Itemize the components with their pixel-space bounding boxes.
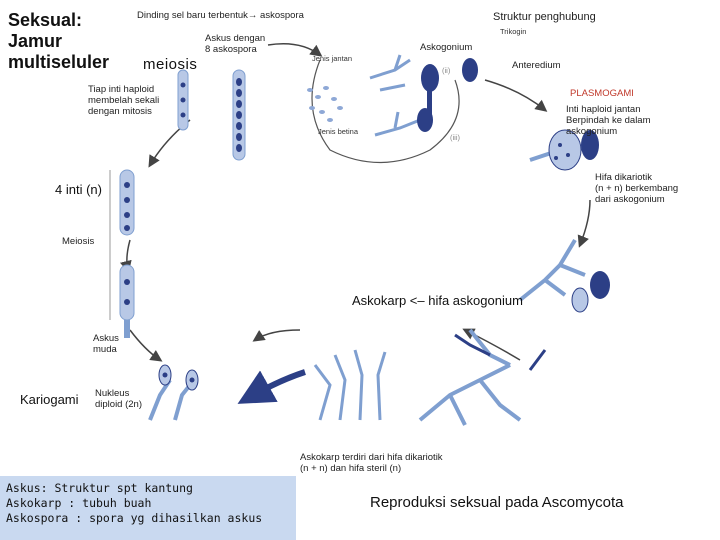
kariogami-label: Kariogami — [20, 392, 79, 407]
trikogin-label: Trikogin — [500, 27, 527, 36]
definition-askokarp: Askokarp : tubuh buah — [6, 496, 152, 510]
meiosis-top-label: meiosis — [143, 56, 198, 73]
karyogamy-arrow — [237, 369, 306, 404]
male-mycelium — [369, 54, 411, 92]
left-ascus-series — [119, 169, 135, 338]
ascocarp-dark-hyphae — [454, 333, 547, 371]
dikaryotic-hyphae — [518, 238, 586, 302]
hifa-dikariotik-label: Hifa dikariotik (n + n) berkembang dari … — [595, 172, 679, 205]
ascus-column-mid — [177, 69, 189, 131]
tiap-inti-label: Tiap inti haploid membelah sekali dengan… — [88, 84, 160, 117]
page-title: Seksual: Jamur multiseluler — [8, 10, 110, 72]
female-mycelium — [374, 111, 421, 137]
cycle-arrow-bottom — [252, 329, 301, 342]
askus-muda-label: Askus muda — [93, 333, 119, 355]
definition-askospora: Askospora : spora yg dihasilkan askus — [6, 511, 263, 525]
jenis-jantan-label: Jenis jantan — [312, 54, 353, 63]
meiosis-left-label: Meiosis — [62, 236, 95, 247]
cycle-arrow-right — [577, 199, 591, 248]
plasmogamy-stage — [529, 129, 599, 171]
cycle-arrow-left-lower — [129, 329, 163, 362]
dinding-sel-label: Dinding sel baru terbentuk→ askospora — [137, 10, 304, 21]
female-ascogonium — [417, 108, 433, 132]
askokarp-hifa-label: Askokarp <– hifa askogonium — [352, 293, 523, 308]
definitions-box: Askus: Struktur spt kantung Askokarp : t… — [0, 476, 296, 540]
ascocarp-asci — [313, 349, 387, 421]
cycle-arrow-upper-right — [484, 79, 548, 112]
struktur-label: Struktur penghubung — [493, 11, 596, 23]
stage-iii-label: (iii) — [450, 133, 460, 142]
askokarp-terdiri-label: Askokarp terdiri dari hifa dikariotik (n… — [300, 452, 443, 474]
ascospore-cluster-top — [307, 86, 343, 122]
anteredium-label: Anteredium — [512, 60, 561, 71]
askogonium-label: Askogonium — [420, 42, 473, 53]
stage-ii-label: (ii) — [442, 66, 451, 75]
jenis-betina-label: Jenis betina — [318, 127, 359, 136]
nukleus-diploid-label: Nukleus diploid (2n) — [95, 388, 142, 410]
karyogamy-structure — [148, 364, 199, 421]
four-inti-label: 4 inti (n) — [55, 182, 102, 197]
ascus-column-top — [232, 69, 246, 161]
cycle-arrow-top — [267, 43, 323, 57]
bottom-title: Reproduksi seksual pada Ascomycota — [370, 494, 624, 511]
ascogonium-top — [421, 58, 478, 120]
askus-8-label: Askus dengan 8 askospora — [205, 33, 266, 55]
definition-askus: Askus: Struktur spt kantung — [6, 481, 193, 495]
dikaryotic-ascogonium — [571, 271, 610, 313]
inti-haploid-jantan-label: Inti haploid jantan Berpindah ke dalam a… — [566, 104, 651, 137]
plasmogami-label: PLASMOGAMI — [570, 88, 634, 99]
